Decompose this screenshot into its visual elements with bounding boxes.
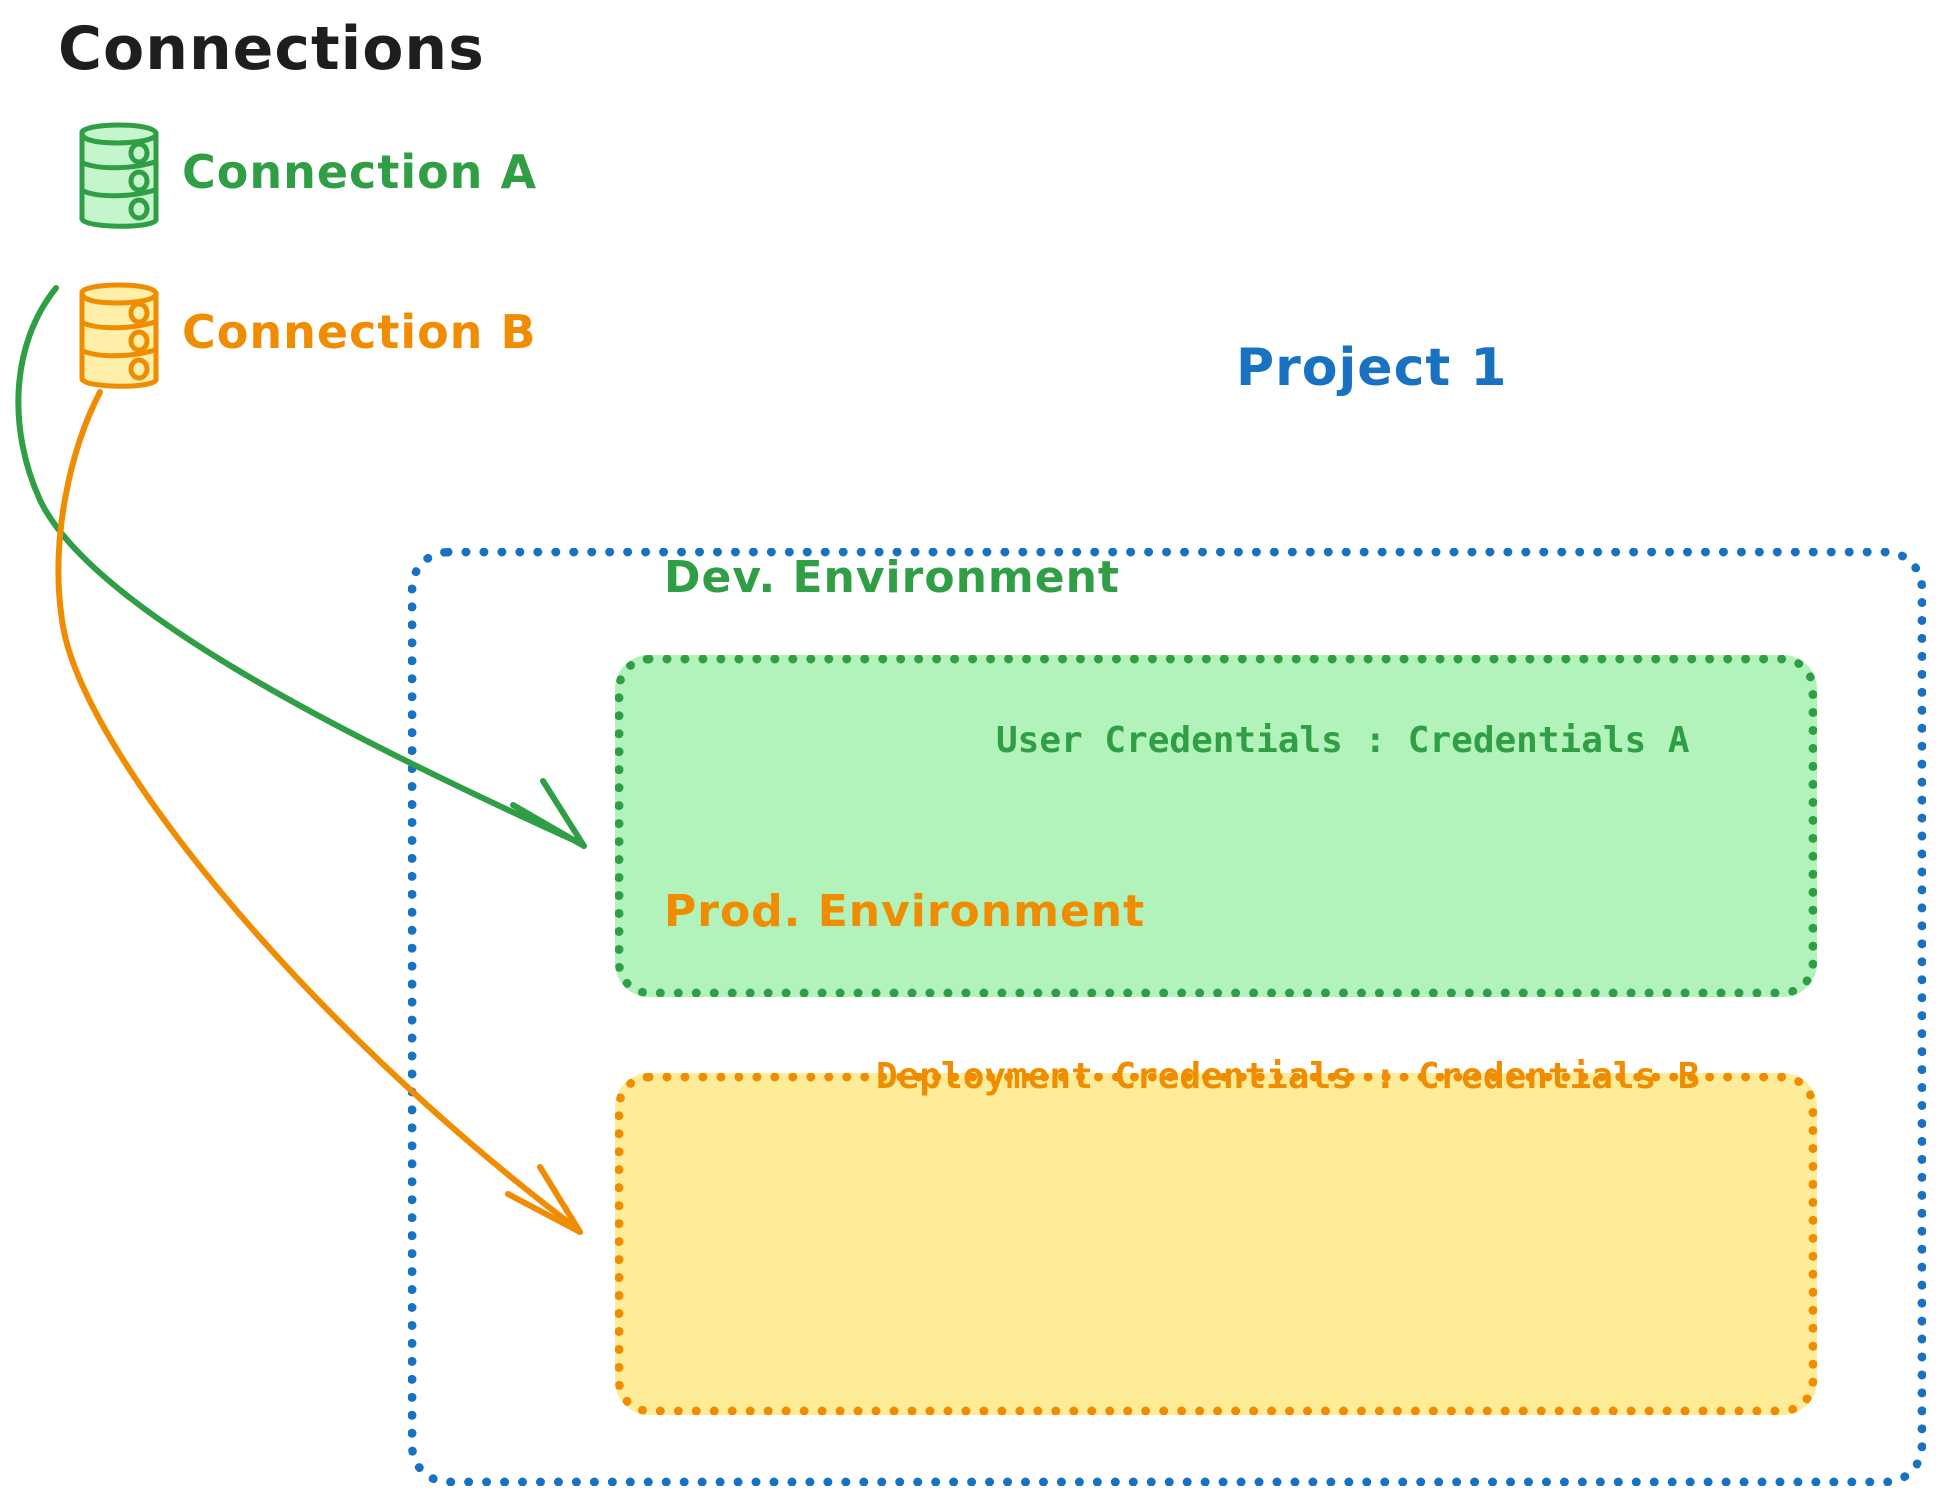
connection-b-label: Connection B [182, 305, 537, 359]
dev-credentials-label: User Credentials : Credentials A [996, 720, 1690, 761]
project-title: Project 1 [1236, 338, 1508, 398]
database-icon-connection-b [60, 272, 178, 404]
dev-environment-title: Dev. Environment [664, 552, 1120, 603]
dev-environment-box [615, 655, 1817, 997]
prod-environment-title: Prod. Environment [664, 886, 1146, 937]
prod-credentials-label: Deployment Credentials : Credentials B [876, 1056, 1700, 1097]
database-icon-connection-a [60, 112, 178, 244]
connection-a-label: Connection A [182, 145, 538, 199]
prod-environment-box [615, 1073, 1817, 1415]
page-title: Connections [58, 14, 485, 84]
